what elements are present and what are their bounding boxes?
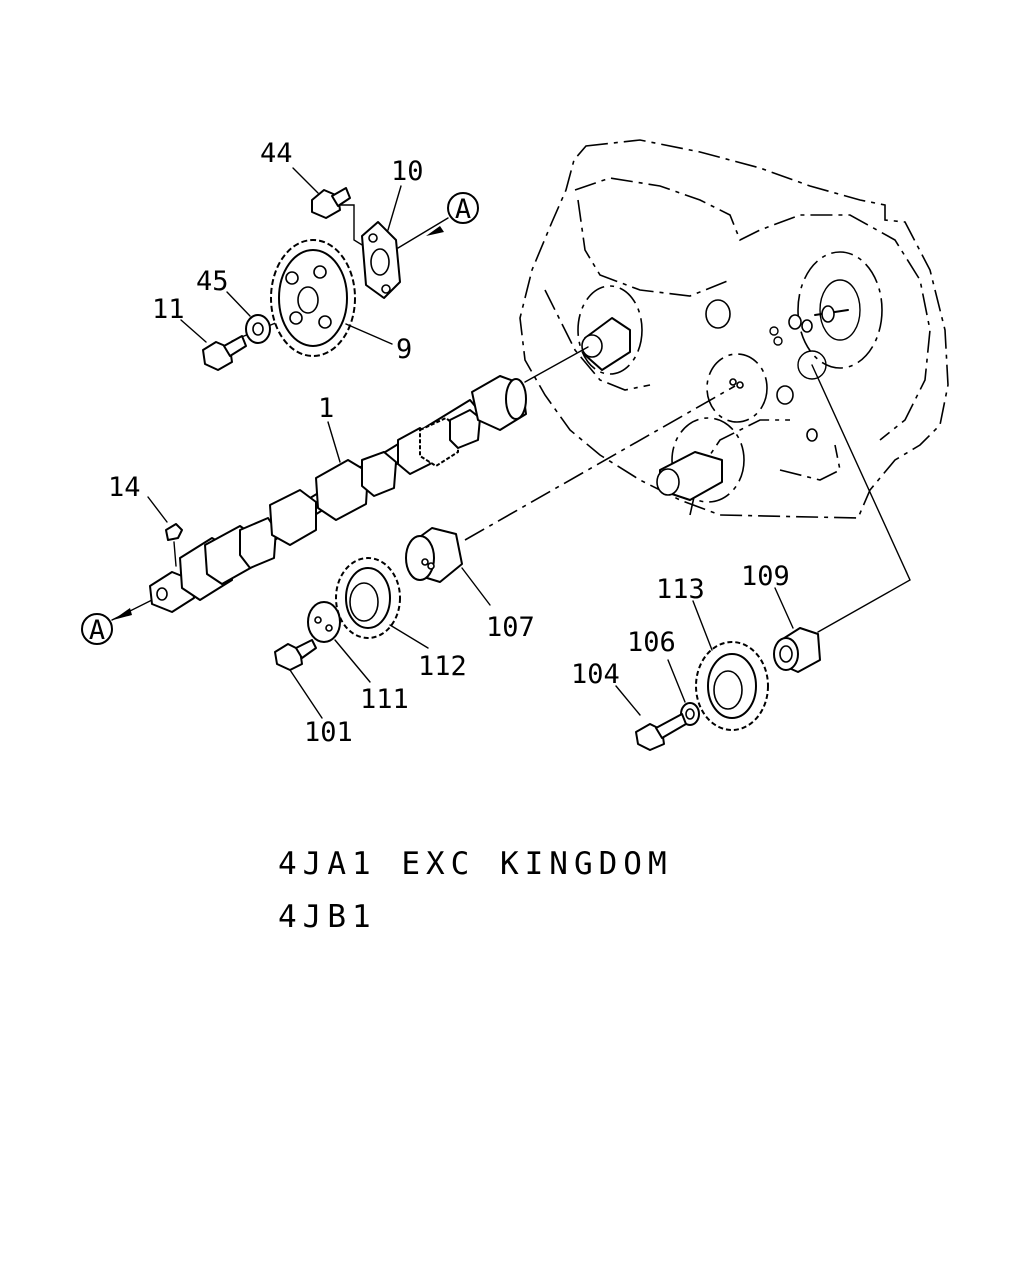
part-label-11: 11 <box>152 294 185 325</box>
gear-113 <box>695 641 769 731</box>
part-label-9: 9 <box>396 334 412 365</box>
part-label-10: 10 <box>391 156 424 187</box>
part-label-45: 45 <box>196 266 229 297</box>
bushing-109 <box>773 627 821 673</box>
bolt-44 <box>311 187 351 219</box>
bolt-101 <box>274 639 317 671</box>
camshaft-1 <box>149 375 527 613</box>
washer-106 <box>680 702 700 726</box>
reference-marker-a-top-label: A <box>455 194 471 225</box>
idler-shaft-107 <box>405 527 463 583</box>
part-label-109: 109 <box>741 561 790 592</box>
gasket-10 <box>361 221 401 299</box>
part-label-101: 101 <box>304 717 353 748</box>
part-label-1: 1 <box>318 393 334 424</box>
part-label-107: 107 <box>486 612 535 643</box>
washer-45 <box>245 314 271 344</box>
engine-housing <box>519 139 949 519</box>
part-label-14: 14 <box>108 472 141 503</box>
part-label-111: 111 <box>360 684 409 715</box>
part-label-112: 112 <box>418 651 467 682</box>
idler-gear-112 <box>335 557 401 639</box>
bolt-11 <box>202 335 247 371</box>
bolt-104 <box>635 713 687 751</box>
part-label-106: 106 <box>627 627 676 658</box>
leader-lines <box>147 167 794 719</box>
part-labels: 44 10 45 11 9 1 14 107 112 111 101 113 1… <box>108 138 790 748</box>
reference-marker-a-bottom: A <box>81 613 113 646</box>
part-label-113: 113 <box>656 574 705 605</box>
key-14 <box>165 523 183 567</box>
engine-model-caption-1: 4JA1 EXC KINGDOM <box>278 846 673 882</box>
thrust-plate-111 <box>307 601 341 643</box>
part-label-104: 104 <box>571 659 620 690</box>
reference-marker-a-top: A <box>447 192 479 225</box>
reference-marker-a-bottom-label: A <box>89 615 105 646</box>
timing-gear-9 <box>270 239 356 357</box>
part-label-44: 44 <box>260 138 293 169</box>
engine-model-caption-2: 4JB1 <box>278 899 377 935</box>
assembly-lines <box>111 204 911 633</box>
